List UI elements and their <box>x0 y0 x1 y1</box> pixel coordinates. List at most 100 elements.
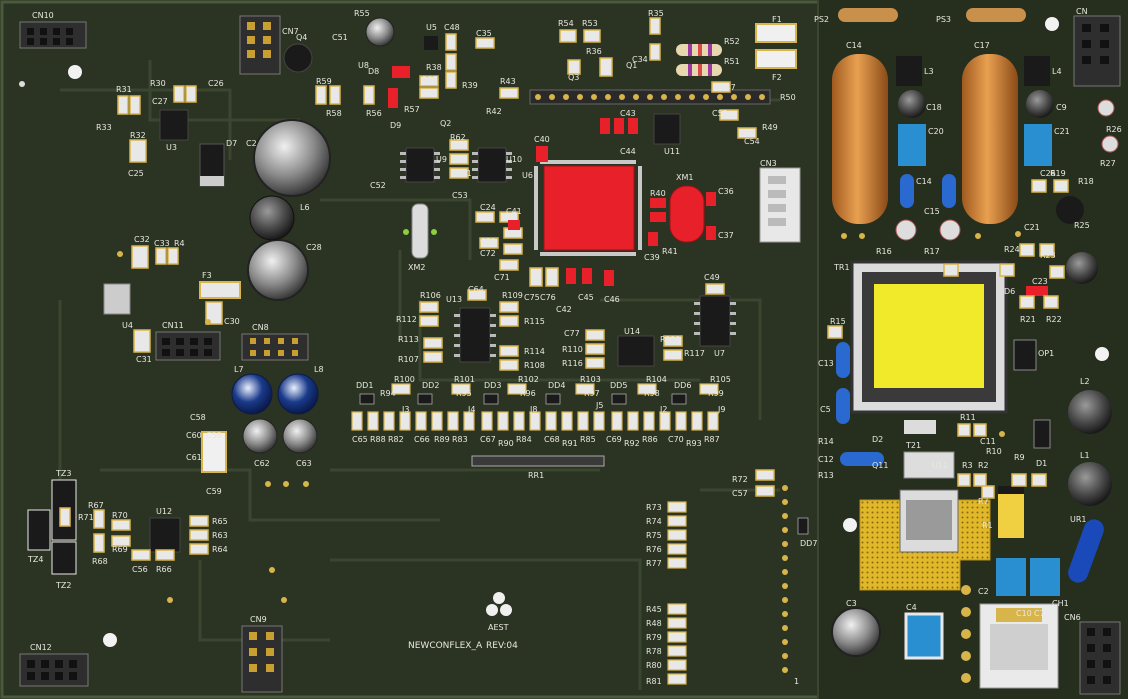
label-r79: R79 <box>646 633 662 642</box>
label-r80: R80 <box>646 661 662 670</box>
label-r110: R110 <box>562 345 583 354</box>
label-r70: R70 <box>112 511 128 520</box>
label-cn6: CN6 <box>1064 613 1081 622</box>
electrolytic-c9 <box>1026 90 1054 118</box>
label-r85: R85 <box>580 435 596 444</box>
label-l2: L2 <box>1080 377 1090 386</box>
label-c32: C32 <box>134 235 150 244</box>
connector-cn3: CN3 <box>759 159 801 243</box>
inductor-l4 <box>1024 56 1050 86</box>
thermistor-r27 <box>1101 135 1119 153</box>
label-r62: R62 <box>450 133 466 142</box>
label-ur1: UR1 <box>1070 515 1087 524</box>
label-u9: U9 <box>436 155 447 164</box>
ic-u11: U11 <box>653 113 681 156</box>
label-dd2: DD2 <box>422 381 439 390</box>
label-r58: R58 <box>326 109 342 118</box>
film-cap-c20 <box>898 124 926 166</box>
label-r56: R56 <box>366 109 382 118</box>
red-capacitors <box>508 118 716 286</box>
logo-text: AEST <box>488 623 509 632</box>
label-r53: R53 <box>582 19 598 28</box>
transistor-q5 <box>1056 196 1084 224</box>
label-r82: R82 <box>388 435 404 444</box>
label-c29: C28 <box>306 243 322 252</box>
connector-cn6: CN6 <box>1064 613 1121 695</box>
label-r77: R77 <box>646 559 662 568</box>
label-u10: U10 <box>506 155 522 164</box>
diode-d1 <box>1033 419 1051 449</box>
label-t21: T21 <box>905 441 921 450</box>
label-rr1: RR1 <box>528 471 544 480</box>
label-j4: J4 <box>467 405 475 414</box>
ic-u5: U5 <box>424 23 438 50</box>
label-r69: R69 <box>112 545 128 554</box>
label-r101: R101 <box>454 375 475 384</box>
label-tz4: TZ4 <box>27 555 43 564</box>
label-r73: R73 <box>646 503 662 512</box>
label-r74: R74 <box>646 517 662 526</box>
label-r93: R93 <box>686 439 702 448</box>
label-r108: R108 <box>524 361 545 370</box>
label-c33: C33 <box>154 239 170 248</box>
label-c43: C43 <box>620 109 636 118</box>
label-c2-left: C2 <box>246 139 257 148</box>
label-r66: R66 <box>156 565 172 574</box>
label-u8: U8 <box>358 61 369 70</box>
label-r13: R13 <box>818 471 834 480</box>
label-r22: R22 <box>1046 315 1062 324</box>
label-r96: R96 <box>520 389 536 398</box>
label-c23: C23 <box>1032 277 1048 286</box>
label-c46: C46 <box>604 295 620 304</box>
label-r45: R45 <box>646 605 662 614</box>
label-r15: R15 <box>830 317 846 326</box>
label-r27: R27 <box>1100 159 1116 168</box>
label-l1: L1 <box>1080 451 1090 460</box>
label-dd6: DD6 <box>674 381 691 390</box>
label-c18: C18 <box>926 103 942 112</box>
label-u7: U7 <box>714 349 725 358</box>
label-r25: R25 <box>1074 221 1090 230</box>
transformer-tr1: TR1 <box>833 260 1008 414</box>
label-c15-top: C14 <box>916 177 932 186</box>
label-c15: C15 <box>924 207 940 216</box>
label-r97: R97 <box>584 389 600 398</box>
label-c25: C25 <box>128 169 144 178</box>
label-r104: R104 <box>646 375 667 384</box>
ac-input-pads <box>961 585 971 683</box>
label-c5: C5 <box>820 405 831 414</box>
label-u11: U11 <box>664 147 680 156</box>
label-r61: R61 <box>456 169 472 178</box>
label-c42: C42 <box>556 305 572 314</box>
label-q4: Q4 <box>296 33 307 42</box>
choke-ch1: CH1 C10 C7 <box>979 599 1069 689</box>
capacitor-c13 <box>836 342 850 378</box>
label-r55: R55 <box>354 9 370 18</box>
label-f2: F2 <box>772 73 782 82</box>
label-q1: Q1 <box>626 61 637 70</box>
label-r107: R107 <box>398 355 419 364</box>
crystal-xm1: XM1 <box>669 173 705 243</box>
electrolytic-c17: C17 <box>962 41 1018 224</box>
smd-passives <box>59 17 1069 561</box>
label-d1: D1 <box>1036 459 1047 468</box>
label-c2-bottom: C2 <box>978 587 989 596</box>
channel-passive-row <box>351 383 719 431</box>
label-r40: R40 <box>650 189 666 198</box>
ic-u7: U7 <box>694 295 736 358</box>
label-r75: R75 <box>646 531 662 540</box>
label-l8: L8 <box>314 365 324 374</box>
label-r31: R31 <box>116 85 132 94</box>
label-r64: R64 <box>212 545 228 554</box>
label-c56: C56 <box>132 565 148 574</box>
label-c40: C40 <box>534 135 550 144</box>
label-r91: R91 <box>562 439 578 448</box>
label-r65: R65 <box>212 517 228 526</box>
label-r63: R63 <box>212 531 228 540</box>
ic-u3: U3 <box>159 109 189 152</box>
label-c41: C41 <box>506 207 522 216</box>
electrolytic-c3 <box>831 607 881 657</box>
heatsink-pad <box>859 489 991 591</box>
ic-u1 <box>903 451 955 479</box>
